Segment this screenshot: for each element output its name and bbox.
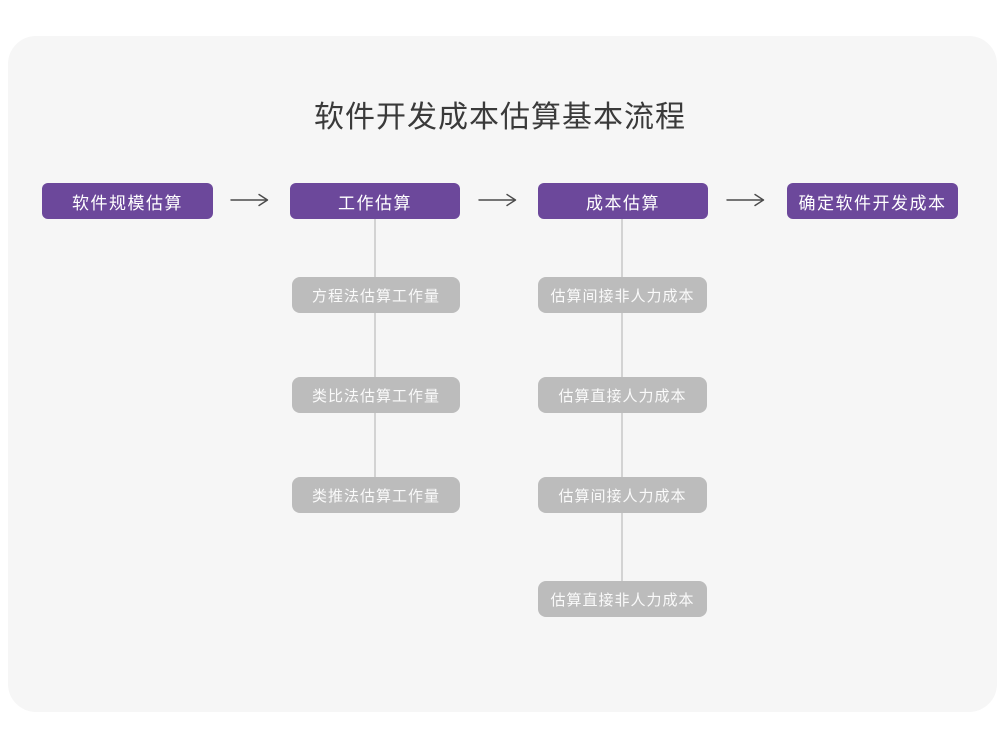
flow-arrow-icon: [478, 193, 517, 207]
child-box-extrapolation-method: 类推法估算工作量: [292, 477, 460, 513]
stage-box-software-size-estimation: 软件规模估算: [42, 183, 213, 219]
diagram-title: 软件开发成本估算基本流程: [314, 101, 686, 134]
stage-box-determine-development-cost: 确定软件开发成本: [787, 183, 958, 219]
stage-box-work-estimation: 工作估算: [290, 183, 460, 219]
child-box-indirect-labor-cost: 估算间接人力成本: [538, 477, 707, 513]
flow-arrow-icon: [230, 193, 269, 207]
child-box-direct-non-labor-cost: 估算直接非人力成本: [538, 581, 707, 617]
diagram-canvas: [8, 36, 997, 712]
flow-arrow-icon: [726, 193, 765, 207]
stage-box-cost-estimation: 成本估算: [538, 183, 708, 219]
child-box-indirect-non-labor-cost: 估算间接非人力成本: [538, 277, 707, 313]
child-box-equation-method: 方程法估算工作量: [292, 277, 460, 313]
child-box-direct-labor-cost: 估算直接人力成本: [538, 377, 707, 413]
connector-line-work-estimation: [374, 218, 376, 478]
child-box-analogy-method: 类比法估算工作量: [292, 377, 460, 413]
